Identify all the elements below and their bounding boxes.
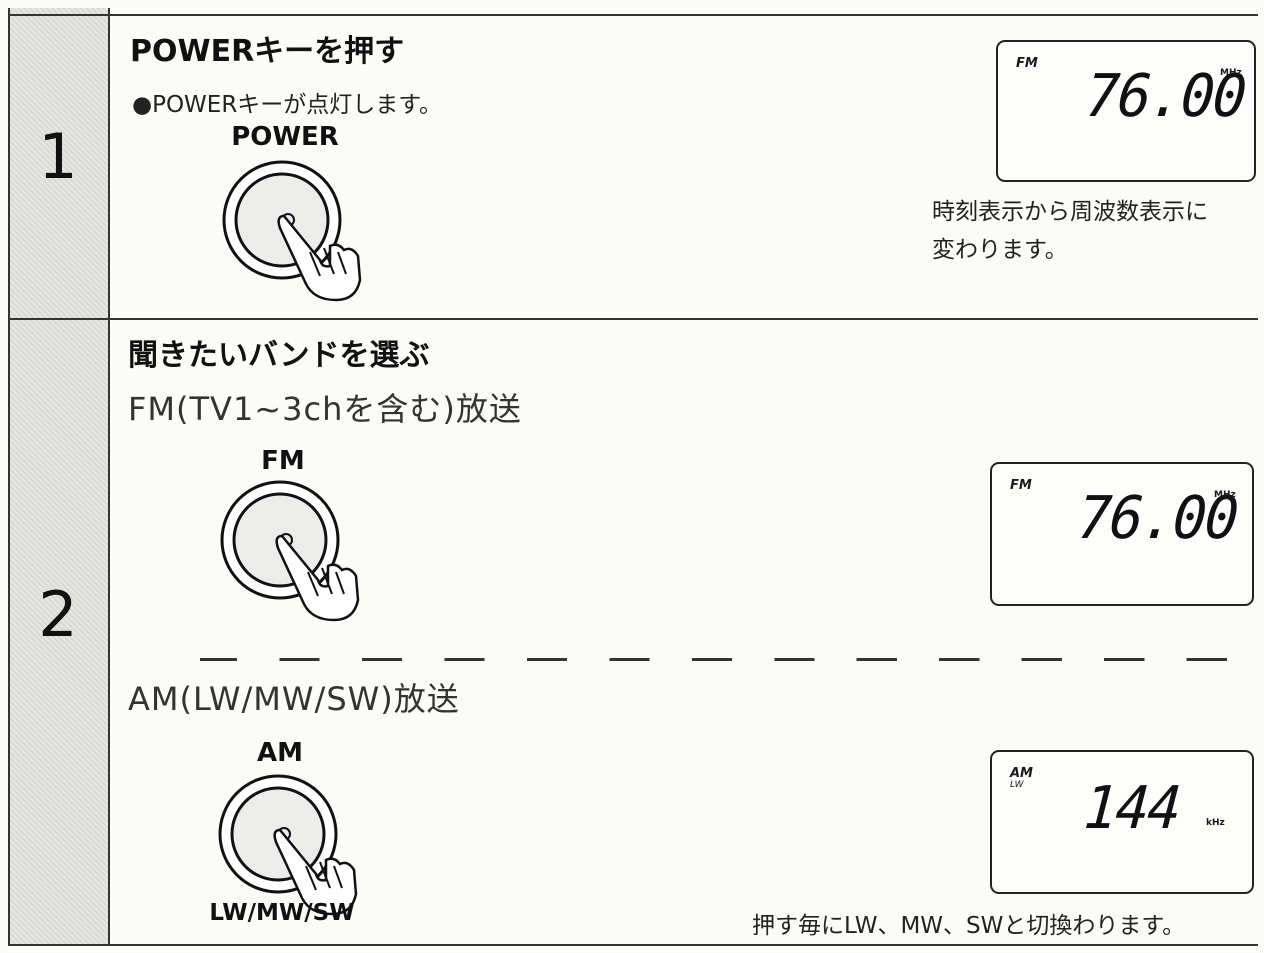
step-2-heading: 聞きたいバンドを選ぶ bbox=[128, 338, 430, 373]
power-button-label: POWER bbox=[231, 122, 339, 152]
fm-button-label: FM bbox=[261, 446, 305, 476]
am-display-unit: kHz bbox=[1206, 818, 1225, 828]
power-button[interactable] bbox=[210, 150, 370, 320]
am-section-title: AM(LW/MW/SW)放送 bbox=[128, 680, 460, 718]
am-display: AM LW 144 kHz bbox=[990, 750, 1254, 894]
am-display-band-label: AM bbox=[1010, 766, 1033, 781]
am-caption: 押す毎にLW、MW、SWと切換わります。 bbox=[752, 913, 1186, 939]
sidebar-rule bbox=[108, 8, 110, 946]
fm-section-title: FM(TV1~3chを含む)放送 bbox=[128, 390, 522, 428]
fm-display-band-label: FM bbox=[1010, 478, 1032, 493]
am-display-frequency: 144 bbox=[1081, 774, 1182, 843]
am-button-label: AM bbox=[257, 738, 303, 768]
fm-display-unit: MHz bbox=[1214, 490, 1236, 500]
step-2-number: 2 bbox=[38, 578, 78, 651]
step-sidebar bbox=[8, 8, 110, 946]
fm-button[interactable] bbox=[208, 470, 368, 640]
display-band-label: FM bbox=[1016, 56, 1038, 71]
am-display-subband-label: LW bbox=[1010, 780, 1024, 790]
fm-display: FM 76.00 MHz bbox=[990, 462, 1254, 606]
bottom-rule bbox=[8, 944, 1258, 946]
step-1-caption-line2: 変わります。 bbox=[932, 237, 1068, 263]
section-separator bbox=[200, 658, 1258, 661]
step-1-heading: POWERキーを押す bbox=[130, 34, 405, 69]
step-1-caption-line1: 時刻表示から周波数表示に bbox=[932, 199, 1208, 225]
display-unit: MHz bbox=[1220, 68, 1242, 78]
am-button-sublabel: LW/MW/SW bbox=[209, 900, 355, 926]
step-1-note: ●POWERキーが点灯します。 bbox=[132, 92, 442, 118]
step-1-display: FM 76.00 MHz bbox=[996, 40, 1256, 182]
top-rule bbox=[8, 14, 1258, 16]
step-1-number: 1 bbox=[38, 120, 78, 193]
am-button[interactable] bbox=[206, 764, 366, 934]
step-divider bbox=[8, 318, 1258, 320]
